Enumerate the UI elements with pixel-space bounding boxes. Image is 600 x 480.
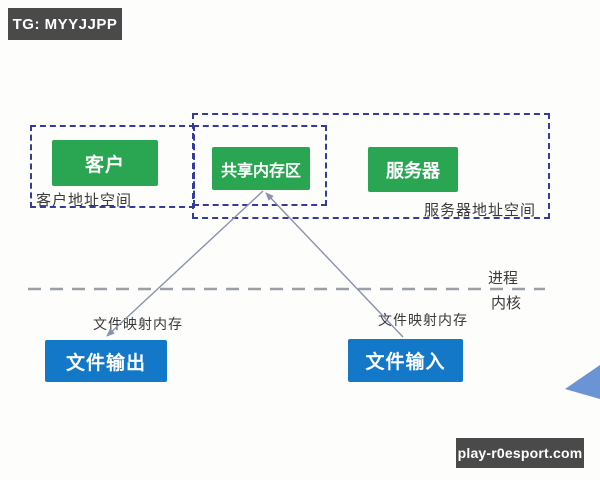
bottom-watermark-text: play-r0esport.com (457, 445, 583, 461)
file-output-node: 文件输出 (45, 340, 167, 382)
client-node: 客户 (52, 140, 158, 186)
client-address-space-label: 客户地址空间 (36, 193, 133, 209)
server-node: 服务器 (368, 147, 458, 192)
file-output-node-label: 文件输出 (65, 352, 146, 374)
process-label: 进程 (488, 271, 519, 287)
server-node-label: 服务器 (386, 160, 440, 181)
file-input-node-label: 文件输入 (365, 352, 446, 373)
kernel-label: 内核 (491, 296, 522, 312)
server-address-space-label: 服务器地址空间 (424, 203, 537, 219)
file-input-node: 文件输入 (348, 339, 463, 382)
bottom-watermark-badge: play-r0esport.com (456, 438, 584, 468)
top-watermark-badge: TG: MYYJJPP (8, 8, 122, 40)
file-mapped-memory-label-left: 文件映射内存 (93, 318, 183, 333)
shared-memory-node-label: 共享内存区 (220, 162, 301, 180)
client-node-label: 客户 (84, 154, 125, 176)
file-mapped-memory-label-right: 文件映射内存 (378, 314, 468, 329)
shared-memory-node: 共享内存区 (212, 147, 310, 190)
corner-triangle-decoration (565, 365, 600, 399)
top-watermark-text: TG: MYYJJPP (12, 15, 118, 33)
